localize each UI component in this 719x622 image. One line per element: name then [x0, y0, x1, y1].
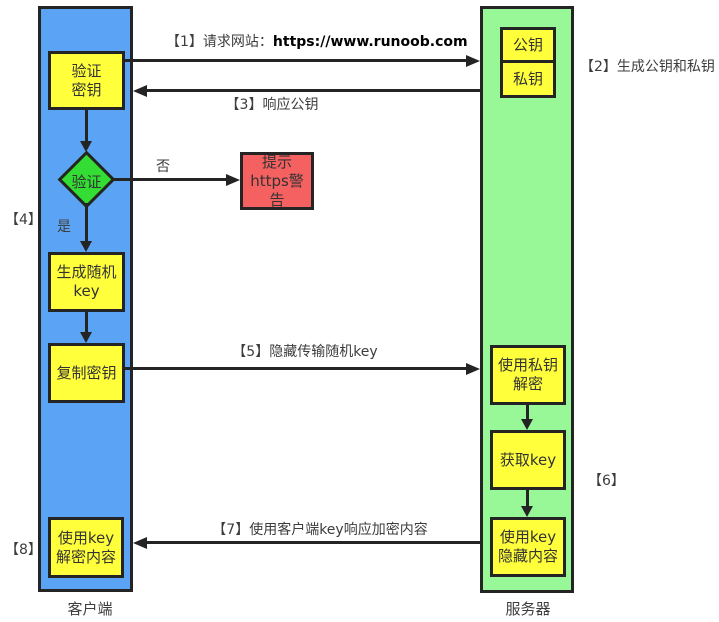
node-gen-random-key: 生成随机 key [48, 252, 125, 312]
step1-label-url: https://www.runoob.com [272, 34, 468, 50]
node-use-private-key-decrypt: 使用私钥 解密 [490, 345, 566, 405]
node-public-key: 公钥 [500, 27, 556, 63]
node-copy-key: 复制密钥 [48, 343, 125, 403]
connector-genkey-copykey-head-icon [80, 332, 92, 343]
node-use-key-hide: 使用key 隐藏内容 [490, 517, 566, 577]
node-https-warning: 提示 https警 告 [240, 152, 314, 210]
node-use-key-decrypt: 使用key 解密内容 [48, 517, 124, 578]
connector-verifykey-diamond-line [85, 110, 88, 142]
step5-label: 【5】隐藏传输随机key [232, 344, 378, 360]
step8-label: 【8】 [5, 542, 42, 558]
node-private-key: 私钥 [500, 60, 556, 98]
arrow-step7-head-icon [133, 537, 147, 549]
no-branch-label: 否 [156, 159, 170, 175]
connector-privdecrypt-getkey-line [526, 405, 529, 420]
step4-label: 【4】 [5, 212, 42, 228]
arrow-step1-line [125, 59, 467, 62]
arrow-no-branch-line [113, 178, 227, 181]
connector-verifykey-diamond-head-icon [80, 141, 92, 152]
step3-label: 【3】响应公钥 [225, 97, 319, 113]
node-verify-key: 验证 密钥 [48, 51, 125, 110]
node-verify-diamond-label: 验证 [71, 173, 102, 191]
arrow-yes-branch-head-icon [80, 241, 92, 252]
arrow-step3-head-icon [133, 85, 147, 97]
node-get-key: 获取key [490, 430, 566, 490]
step1-label: 【1】请求网站：https://www.runoob.com [166, 31, 468, 51]
arrow-step5-head-icon [466, 363, 480, 375]
connector-getkey-hide-line [526, 490, 529, 507]
connector-getkey-hide-head-icon [521, 506, 533, 517]
arrow-step5-line [125, 367, 467, 370]
server-column-caption: 服务器 [505, 600, 551, 618]
connector-privdecrypt-getkey-head-icon [521, 419, 533, 430]
arrow-yes-branch-line [85, 203, 88, 242]
arrow-step7-line [146, 541, 480, 544]
arrow-no-branch-head-icon [226, 174, 240, 186]
connector-genkey-copykey-line [85, 312, 88, 333]
arrow-step1-head-icon [466, 55, 480, 67]
step2-label: 【2】生成公钥和私钥 [580, 59, 715, 75]
step7-label: 【7】使用客户端key响应加密内容 [212, 522, 428, 538]
step6-label: 【6】 [588, 473, 625, 489]
step1-label-prefix: 【1】请求网站： [166, 34, 273, 50]
yes-branch-label: 是 [57, 219, 71, 235]
client-column-caption: 客户端 [67, 600, 113, 618]
arrow-step3-line [146, 89, 480, 92]
